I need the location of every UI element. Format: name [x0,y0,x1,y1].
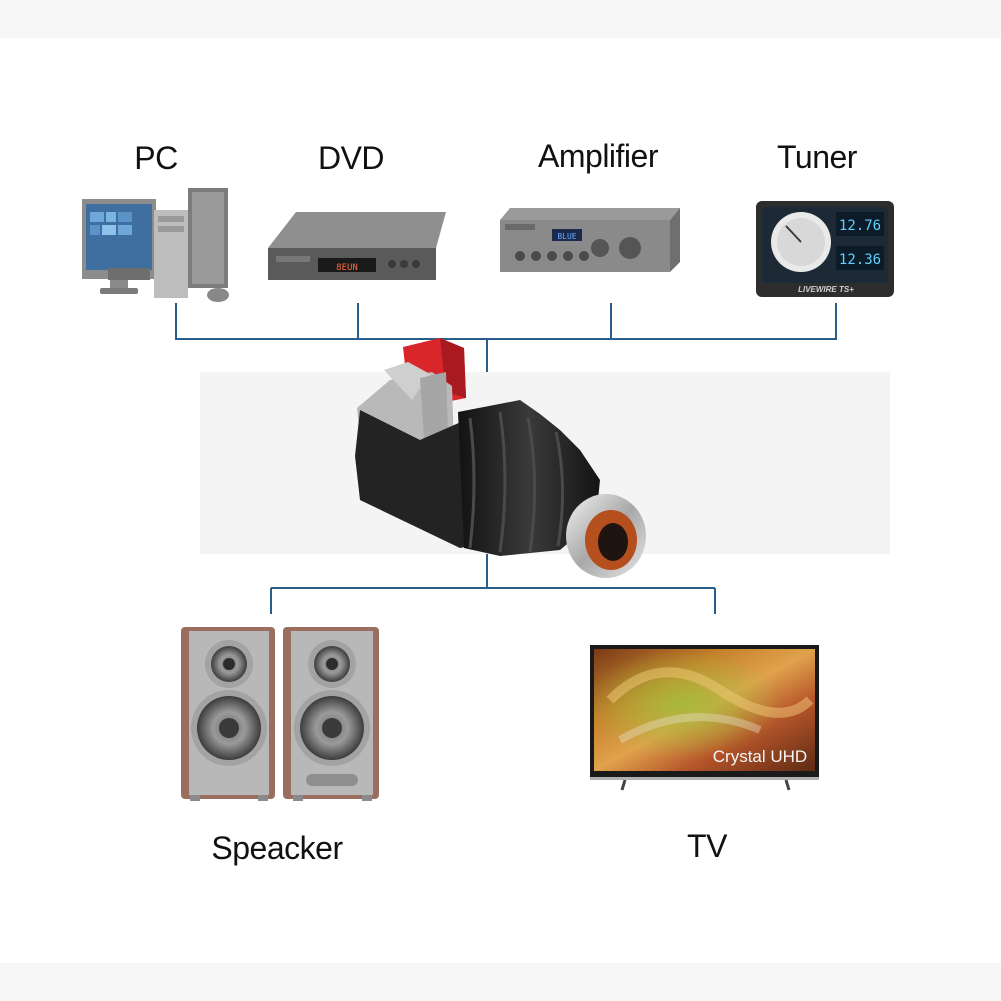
label-tuner: Tuner [777,139,858,175]
source-bus-lines [175,303,837,372]
dvd-icon: 8EUN [268,212,446,280]
tuner-brand-text: LIVEWIRE TS+ [798,285,854,294]
tv-caption-text: Crystal UHD [713,747,807,766]
pc-icon [82,188,229,302]
amplifier-display-text: BLUE [557,232,576,241]
label-pc: PC [134,140,177,176]
amplifier-icon: BLUE [500,208,680,272]
dvd-display-text: 8EUN [336,263,358,273]
tuner-icon: 12.76 12.36 LIVEWIRE TS+ [756,201,894,297]
label-speaker: Speacker [211,830,343,866]
tuner-bottom-readout: 12.36 [839,252,881,268]
label-amplifier: Amplifier [538,138,659,174]
label-dvd: DVD [318,140,384,176]
tuner-top-readout: 12.76 [839,218,881,234]
label-tv: TV [687,828,728,864]
speaker-icon [181,627,379,801]
tv-icon: Crystal UHD [590,645,819,791]
rca-connector-icon [355,338,646,578]
output-bus-lines [270,554,716,614]
